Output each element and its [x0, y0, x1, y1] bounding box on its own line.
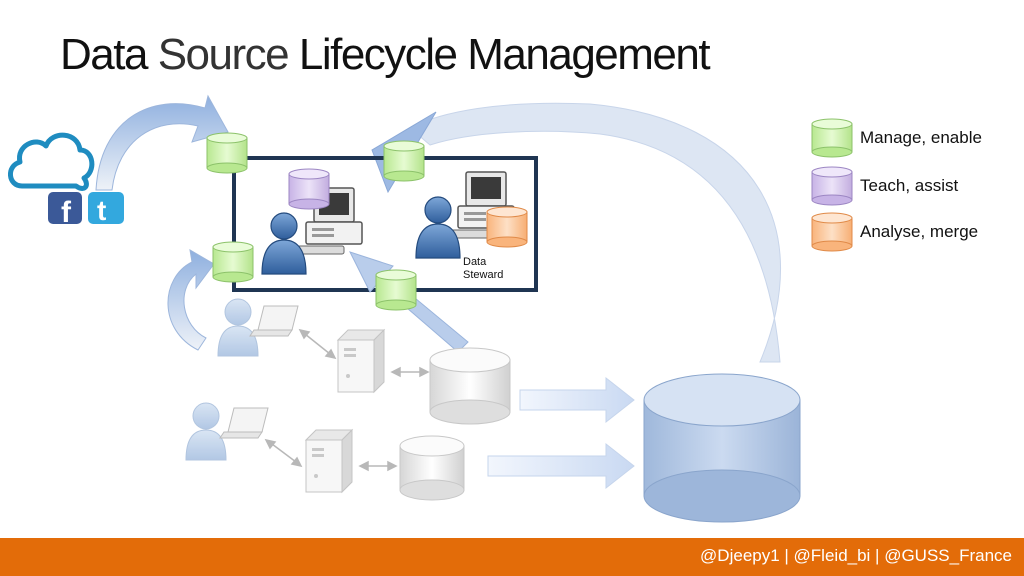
svg-text:t: t [97, 195, 106, 226]
database-icon [206, 132, 248, 174]
database-icon [375, 269, 417, 311]
database-icon [486, 206, 528, 248]
footer-handles: @Djeepy1 | @Fleid_bi | @GUSS_France [700, 546, 1012, 565]
title-part-1: Data [60, 30, 148, 79]
cloud-curve-arrow [95, 94, 229, 191]
user-icon [261, 212, 307, 275]
connector-arrow [264, 438, 303, 468]
cloud-icon [8, 132, 95, 191]
legend-database-icon-green [811, 118, 853, 158]
data-steward-label: Data Steward [463, 256, 503, 282]
legend-item-teach: Teach, assist [812, 164, 1012, 208]
legend-database-icon-orange [811, 212, 853, 252]
connector-arrow [358, 460, 398, 472]
legend-database-icon-purple [811, 166, 853, 206]
user-icon [185, 402, 227, 461]
title-part-3: Lifecycle Management [298, 30, 711, 79]
legend-label: Teach, assist [860, 176, 959, 195]
legend-label: Analyse, merge [860, 222, 979, 241]
data-warehouse-database-icon [643, 373, 801, 523]
title-part-2: Source [157, 30, 290, 79]
connector-arrow [390, 366, 430, 378]
footer-bar: @Djeepy1 | @Fleid_bi | @GUSS_France [0, 538, 1024, 576]
user-icon [415, 196, 461, 259]
legend-item-manage: Manage, enable [812, 116, 1012, 160]
user-icon [217, 298, 259, 357]
server-icon [336, 328, 386, 394]
database-icon [429, 347, 511, 425]
svg-text:f: f [61, 196, 72, 229]
server-icon [304, 428, 354, 494]
flow-arrow [519, 376, 635, 424]
database-icon [288, 168, 330, 210]
steward-label-line-1: Data [463, 256, 487, 268]
laptop-icon [249, 305, 299, 337]
user-curve-arrow [167, 249, 215, 351]
database-icon [383, 140, 425, 182]
steward-label-line-2: Steward [463, 269, 504, 281]
page-title: Data Source Lifecycle Management [60, 30, 711, 80]
facebook-icon: f [48, 192, 82, 229]
connector-arrow [298, 328, 337, 360]
flow-arrow [487, 442, 635, 490]
database-icon [399, 435, 465, 501]
legend-item-analyse: Analyse, merge [812, 210, 1012, 254]
database-icon [212, 241, 254, 283]
laptop-icon [219, 407, 269, 439]
twitter-icon: t [88, 192, 124, 226]
legend-label: Manage, enable [860, 128, 982, 147]
